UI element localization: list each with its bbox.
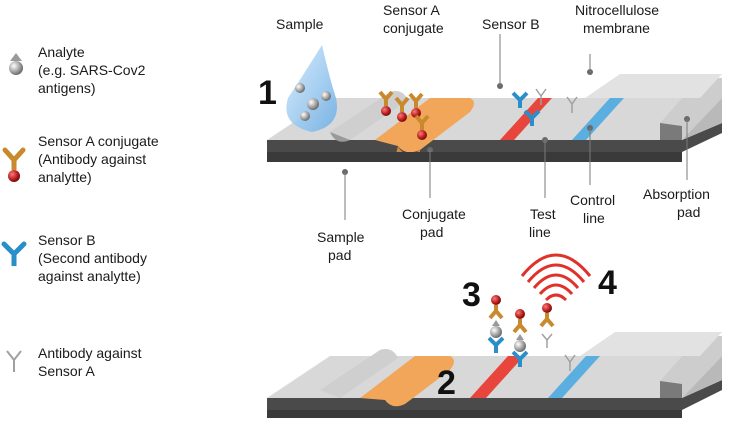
sample-drop-icon xyxy=(286,45,337,132)
label-absorption-pad-line1: Absorption xyxy=(643,186,710,202)
top-absorption-pad xyxy=(660,78,722,140)
analyte-legend-icon xyxy=(9,53,23,75)
bottom-test-line xyxy=(470,356,524,398)
legend-antibody-a-line1: Antibody against xyxy=(38,345,142,361)
label-conjugate-pad-line1: Conjugate xyxy=(402,206,466,222)
legend-sensor-b-line2: (Second antibody xyxy=(38,250,147,266)
step-1: 1 xyxy=(258,74,277,112)
legend-sensor-a-line2: (Antibody against xyxy=(38,151,146,167)
sensor-b-legend-icon xyxy=(1,241,27,266)
top-test-line xyxy=(500,98,552,140)
bottom-sandwich-complexes xyxy=(487,295,576,371)
label-sample-pad-line2: pad xyxy=(328,247,351,263)
legend-analyte-line3: antigens) xyxy=(38,80,96,96)
bottom-test-strip xyxy=(267,332,722,418)
label-control-line-line2: line xyxy=(583,210,605,226)
label-nitro-line1: Nitrocellulose xyxy=(575,2,659,18)
top-test-strip xyxy=(267,69,722,175)
legend-sensor-a-line3: analytte) xyxy=(38,169,92,185)
label-sample: Sample xyxy=(276,16,324,32)
label-test-line-line2: line xyxy=(529,224,551,240)
legend: Analyte (e.g. SARS-Cov2 antigens) Sensor… xyxy=(1,44,159,379)
top-antibody-a xyxy=(535,88,578,113)
step-3: 3 xyxy=(462,276,481,314)
top-sample-pad xyxy=(330,91,408,140)
label-sensor-a-line2: conjugate xyxy=(383,20,444,36)
label-sensor-a-line1: Sensor A xyxy=(383,2,440,18)
label-sensor-b: Sensor B xyxy=(482,16,540,32)
legend-antibody-a-line2: Sensor A xyxy=(38,363,95,379)
legend-analyte-line1: Analyte xyxy=(38,44,85,60)
step-2: 2 xyxy=(437,364,456,402)
antibody-a-legend-icon xyxy=(6,350,22,372)
label-nitro-line2: membrane xyxy=(583,20,650,36)
top-strip-edge xyxy=(267,123,722,152)
label-control-line-line1: Control xyxy=(570,192,615,208)
bottom-control-line xyxy=(548,356,600,398)
legend-sensor-b-line1: Sensor B xyxy=(38,232,96,248)
legend-analyte-line2: (e.g. SARS-Cov2 xyxy=(38,62,146,78)
top-conjugate-pad xyxy=(375,98,474,153)
step-4: 4 xyxy=(598,264,617,302)
top-leader-lines xyxy=(344,34,688,220)
legend-sensor-b-line3: against analytte) xyxy=(38,268,141,284)
label-sample-pad-line1: Sample xyxy=(317,229,365,245)
label-absorption-pad-line2: pad xyxy=(677,204,700,220)
sensor-a-legend-icon xyxy=(2,147,26,182)
top-sensor-a-conjugates xyxy=(378,90,430,140)
label-conjugate-pad-line2: pad xyxy=(420,224,443,240)
label-test-line-line1: Test xyxy=(530,206,556,222)
top-control-line xyxy=(572,98,624,140)
signal-icon xyxy=(520,253,592,302)
legend-sensor-a-line1: Sensor A conjugate xyxy=(38,133,159,149)
top-sensor-b xyxy=(511,91,541,126)
